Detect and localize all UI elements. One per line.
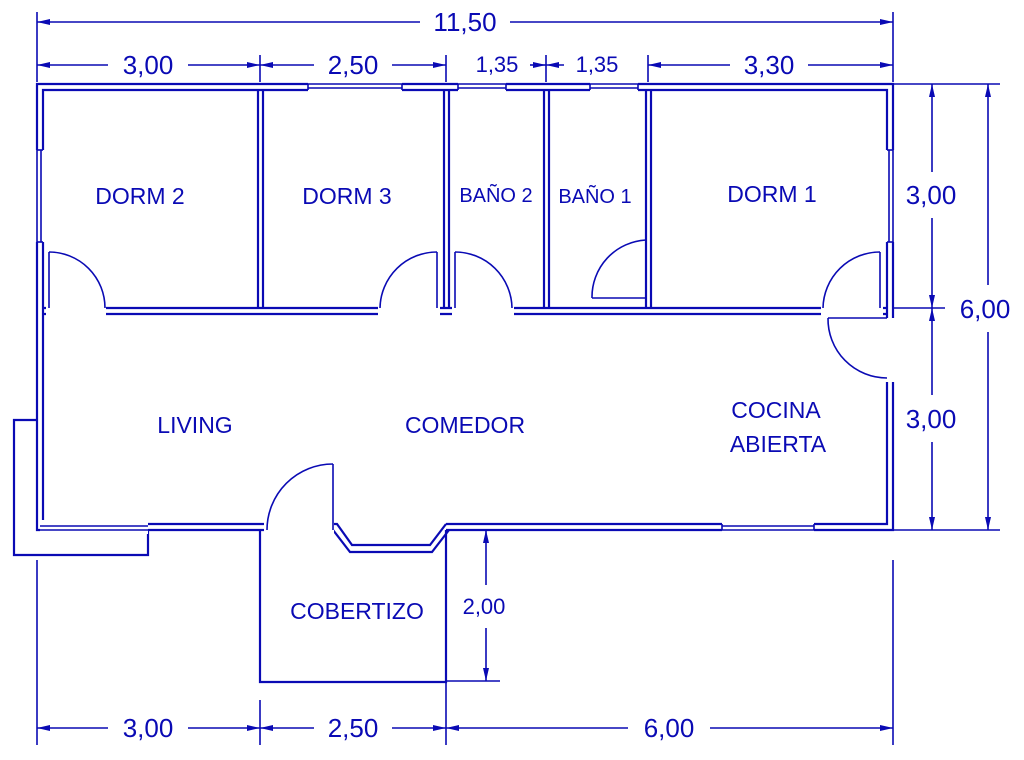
walls bbox=[12, 82, 895, 684]
label-bano2: BAÑO 2 bbox=[459, 183, 532, 207]
dimension-labels: 11,50 3,00 2,50 1,35 1,35 3,30 3,00 3,00… bbox=[123, 7, 1011, 743]
label-living: LIVING bbox=[157, 412, 232, 438]
label-dorm2: DORM 2 bbox=[95, 183, 184, 209]
label-dorm1: DORM 1 bbox=[727, 181, 816, 207]
dim-top-seg-4: 1,35 bbox=[576, 52, 619, 77]
dim-top-total: 11,50 bbox=[433, 7, 496, 37]
dim-top-seg-1: 3,00 bbox=[123, 50, 174, 80]
dim-bottom-seg-2: 2,50 bbox=[328, 713, 379, 743]
room-labels: DORM 2 DORM 3 BAÑO 2 BAÑO 1 DORM 1 LIVIN… bbox=[95, 181, 827, 624]
label-cobertizo: COBERTIZO bbox=[290, 598, 424, 624]
doors bbox=[46, 239, 895, 534]
dim-top-seg-2: 2,50 bbox=[328, 50, 379, 80]
dim-top-seg-5: 3,30 bbox=[744, 50, 795, 80]
dim-porch-depth: 2,00 bbox=[463, 594, 506, 619]
dim-bottom-seg-3: 6,00 bbox=[644, 713, 695, 743]
label-bano1: BAÑO 1 bbox=[558, 184, 631, 208]
dimension-lines bbox=[36, 12, 1000, 745]
dim-bottom-seg-1: 3,00 bbox=[123, 713, 174, 743]
dim-right-upper: 3,00 bbox=[906, 180, 957, 210]
dim-top-seg-3: 1,35 bbox=[476, 52, 519, 77]
dim-right-total: 6,00 bbox=[960, 294, 1011, 324]
dim-right-lower: 3,00 bbox=[906, 404, 957, 434]
label-comedor: COMEDOR bbox=[405, 412, 525, 438]
windows bbox=[33, 80, 897, 534]
label-dorm3: DORM 3 bbox=[302, 183, 391, 209]
label-cocina-line1: COCINA bbox=[731, 397, 821, 423]
label-cocina-line2: ABIERTA bbox=[730, 431, 827, 457]
